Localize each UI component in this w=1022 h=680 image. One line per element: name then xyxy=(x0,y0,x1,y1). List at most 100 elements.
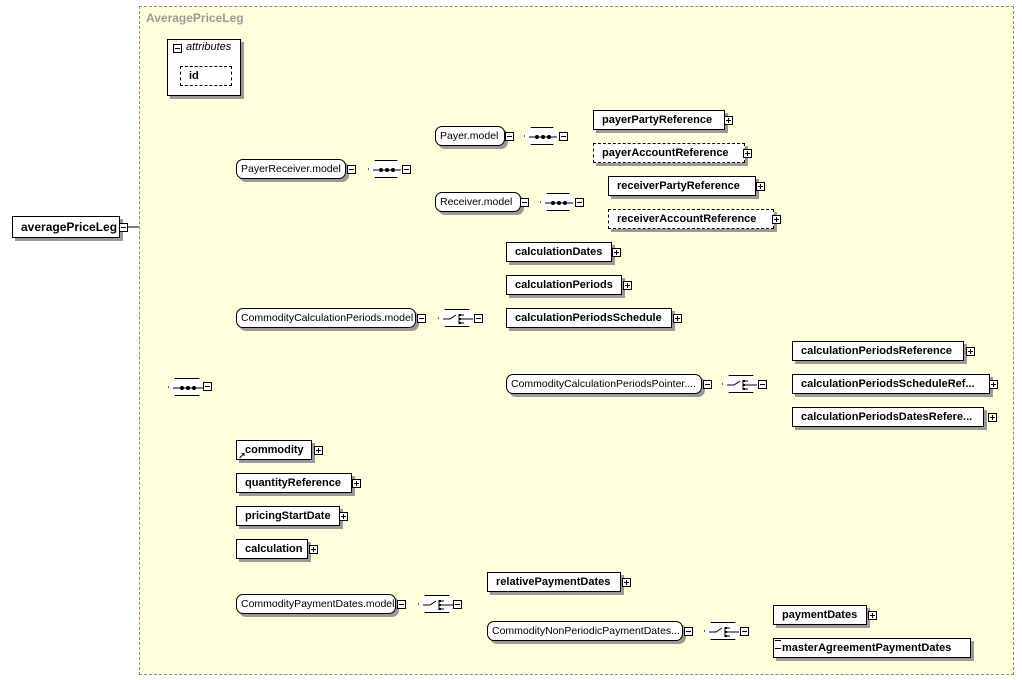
collapse-icon[interactable] xyxy=(173,44,182,53)
group-label: CommodityCalculationPeriodsPointer.... xyxy=(511,378,697,390)
collapse-icon[interactable] xyxy=(347,165,356,174)
collapse-icon[interactable] xyxy=(417,314,426,323)
collapse-icon[interactable] xyxy=(575,198,584,207)
element-label: commodity xyxy=(245,444,304,456)
element-label: pricingStartDate xyxy=(245,510,331,522)
element-calculation-periods-schedule[interactable]: calculationPeriodsSchedule xyxy=(506,308,672,328)
element-calculation-periods-schedule-ref[interactable]: calculationPeriodsScheduleRef... xyxy=(792,374,990,394)
collapse-icon[interactable] xyxy=(505,132,514,141)
element-calculation[interactable]: calculation xyxy=(236,539,308,559)
expand-icon[interactable] xyxy=(756,182,765,191)
expand-icon[interactable] xyxy=(339,512,348,521)
sequence-icon xyxy=(369,161,405,179)
expand-icon[interactable] xyxy=(309,545,318,554)
expand-icon[interactable] xyxy=(623,281,632,290)
expand-icon[interactable] xyxy=(352,479,361,488)
element-label: calculationPeriodsSchedule xyxy=(515,312,662,324)
collapse-icon[interactable] xyxy=(119,223,128,232)
element-pricing-start-date[interactable]: pricingStartDate xyxy=(236,506,340,526)
frame-title: AveragePriceLeg xyxy=(146,11,244,25)
collapse-icon[interactable] xyxy=(758,380,767,389)
element-commodity[interactable]: commodity xyxy=(236,440,312,460)
collapse-icon[interactable] xyxy=(684,627,693,636)
attribute-id[interactable]: id xyxy=(180,66,232,86)
choice-compositor xyxy=(722,375,760,393)
collapse-icon[interactable] xyxy=(203,382,212,391)
sequence-icon xyxy=(541,194,577,212)
reference-arrow-icon: ↗ xyxy=(238,451,246,461)
element-label: payerAccountReference xyxy=(602,147,729,159)
collapse-icon[interactable] xyxy=(520,198,529,207)
collapse-icon[interactable] xyxy=(559,132,568,141)
expand-icon[interactable] xyxy=(966,347,975,356)
element-label: calculationPeriodsDatesRefere... xyxy=(801,411,973,423)
element-quantity-reference[interactable]: quantityReference xyxy=(236,473,352,493)
element-label: receiverPartyReference xyxy=(617,180,740,192)
collapse-icon[interactable] xyxy=(397,600,406,609)
element-receiver-party-reference[interactable]: receiverPartyReference xyxy=(608,176,756,196)
expand-icon[interactable] xyxy=(622,578,631,587)
group-label: Payer.model xyxy=(440,130,499,142)
element-master-agreement-payment-dates[interactable]: masterAgreementPaymentDates xyxy=(773,638,971,658)
element-label: masterAgreementPaymentDates xyxy=(782,642,952,654)
choice-compositor xyxy=(704,622,742,640)
element-label: receiverAccountReference xyxy=(617,213,757,225)
group-commodity-calculation-periods-pointer[interactable]: CommodityCalculationPeriodsPointer.... xyxy=(506,374,702,394)
element-calculation-periods-dates-ref[interactable]: calculationPeriodsDatesRefere... xyxy=(792,407,984,427)
sequence-icon xyxy=(525,128,561,146)
expand-icon[interactable] xyxy=(743,149,752,158)
element-label: payerPartyReference xyxy=(602,114,713,126)
root-element[interactable]: averagePriceLeg xyxy=(12,216,120,238)
element-label: calculationPeriodsScheduleRef... xyxy=(801,378,975,390)
sequence-compositor xyxy=(540,193,576,211)
collapse-icon[interactable] xyxy=(740,627,749,636)
element-calculation-periods[interactable]: calculationPeriods xyxy=(506,275,622,295)
collapse-icon[interactable] xyxy=(703,380,712,389)
expand-icon[interactable] xyxy=(988,413,997,422)
sequence-compositor xyxy=(168,378,206,396)
element-label: calculationPeriods xyxy=(515,279,613,291)
group-receiver-model[interactable]: Receiver.model xyxy=(435,192,521,212)
expand-icon[interactable] xyxy=(612,248,621,257)
element-label: calculation xyxy=(245,543,303,555)
element-relative-payment-dates[interactable]: relativePaymentDates xyxy=(487,572,621,592)
group-label: CommodityNonPeriodicPaymentDates... xyxy=(492,625,680,637)
expand-icon[interactable] xyxy=(989,380,998,389)
choice-icon xyxy=(723,376,761,394)
choice-compositor xyxy=(438,309,476,327)
element-label: calculationDates xyxy=(515,246,603,258)
complex-type-frame xyxy=(139,6,1014,675)
element-payer-account-reference[interactable]: payerAccountReference xyxy=(593,143,745,163)
group-commodity-non-periodic-payment-dates[interactable]: CommodityNonPeriodicPaymentDates... xyxy=(487,621,683,641)
expand-icon[interactable] xyxy=(314,446,323,455)
sequence-compositor xyxy=(368,160,404,178)
expand-icon[interactable] xyxy=(868,611,877,620)
group-payer-receiver-model[interactable]: PayerReceiver.model xyxy=(236,159,346,179)
collapse-icon[interactable] xyxy=(453,600,462,609)
element-label: quantityReference xyxy=(245,477,341,489)
collapse-icon[interactable] xyxy=(402,165,411,174)
group-commodity-calculation-periods-model[interactable]: CommodityCalculationPeriods.model xyxy=(236,308,416,328)
expand-icon[interactable] xyxy=(772,215,781,224)
attribute-id-label: id xyxy=(189,70,199,82)
expand-icon[interactable] xyxy=(673,314,682,323)
group-label: PayerReceiver.model xyxy=(241,163,341,175)
choice-icon xyxy=(439,310,477,328)
attributes-title: attributes xyxy=(186,41,232,53)
choice-compositor xyxy=(418,595,456,613)
expand-icon[interactable] xyxy=(724,116,733,125)
collapse-icon[interactable] xyxy=(474,314,483,323)
element-payment-dates[interactable]: paymentDates xyxy=(773,605,867,625)
group-label: CommodityCalculationPeriods.model xyxy=(241,312,414,324)
element-receiver-account-reference[interactable]: receiverAccountReference xyxy=(608,209,774,229)
group-payer-model[interactable]: Payer.model xyxy=(435,126,505,146)
element-label: paymentDates xyxy=(782,609,858,621)
group-label: CommodityPaymentDates.model xyxy=(241,598,395,610)
element-payer-party-reference[interactable]: payerPartyReference xyxy=(593,110,725,130)
element-calculation-dates[interactable]: calculationDates xyxy=(506,242,612,262)
root-element-label: averagePriceLeg xyxy=(21,220,118,234)
group-commodity-payment-dates-model[interactable]: CommodityPaymentDates.model xyxy=(236,594,396,614)
element-calculation-periods-reference[interactable]: calculationPeriodsReference xyxy=(792,341,964,361)
choice-icon xyxy=(419,596,457,614)
